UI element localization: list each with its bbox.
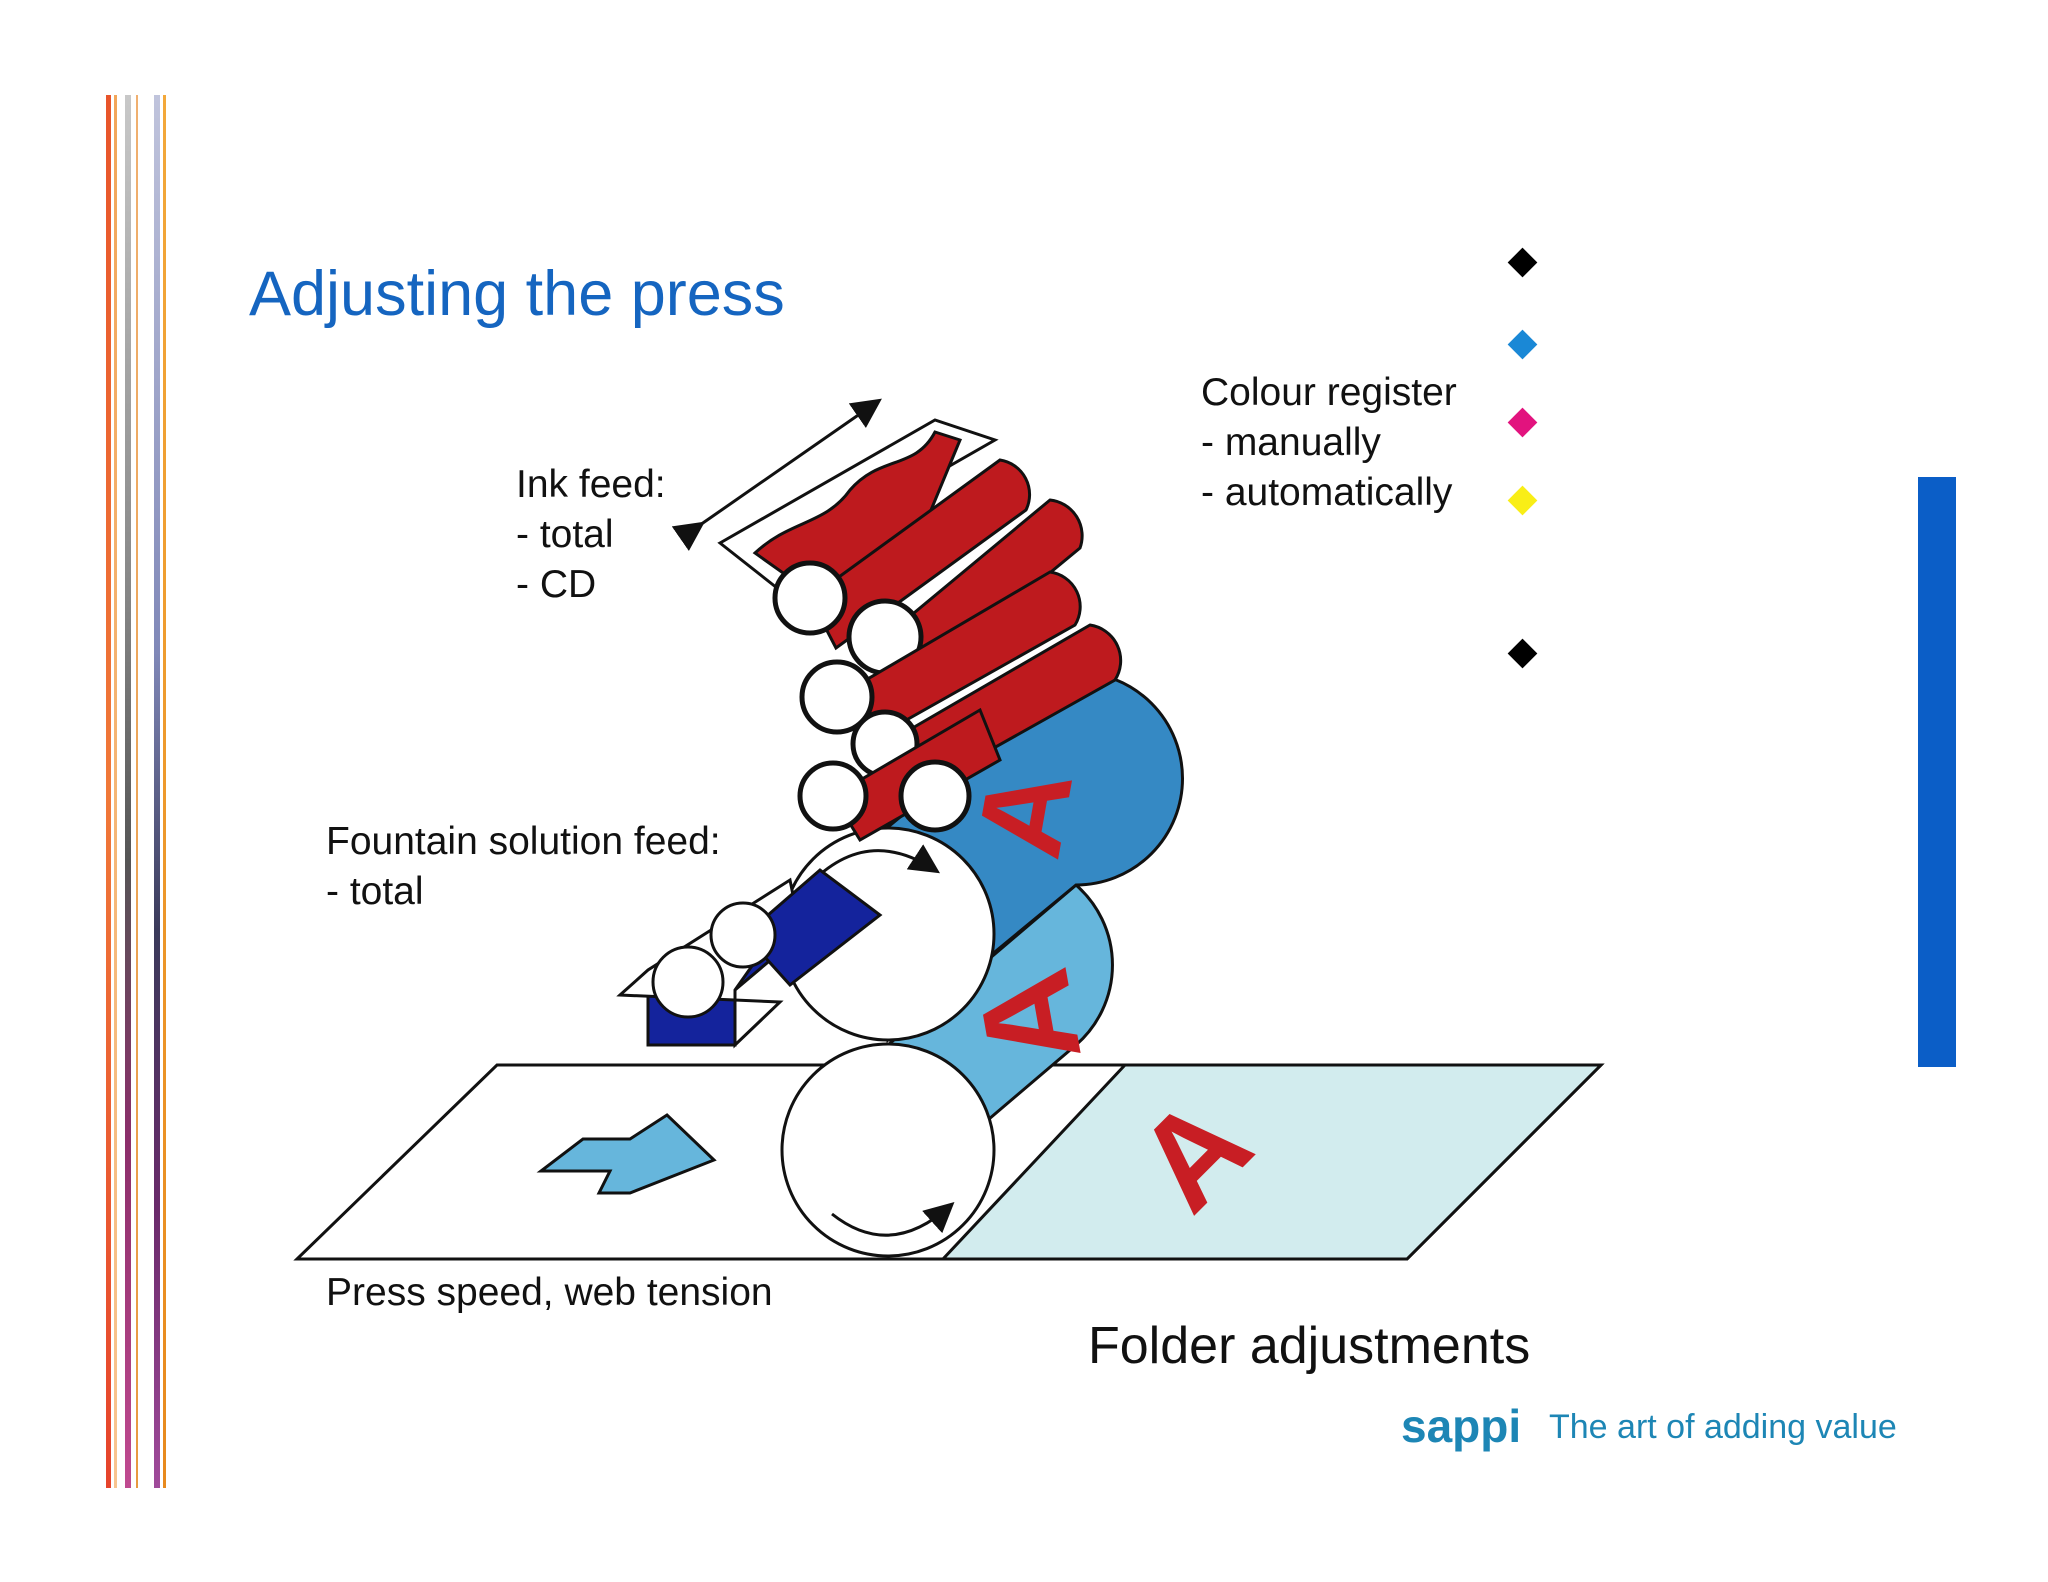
- colour-register-label: Colour register - manually - automatical…: [1201, 371, 1457, 514]
- accent-bar: [1918, 477, 1956, 1067]
- ink-feed-label: Ink feed: - total - CD: [516, 463, 666, 606]
- ink-roller-5: [797, 760, 869, 832]
- dampening-roller-2: [651, 945, 725, 1019]
- web-direction-arrow: [536, 1113, 717, 1195]
- ink-roller-6: [898, 759, 972, 833]
- ink-roller-1: [772, 560, 848, 636]
- folder-adjustments-label: Folder adjustments: [1088, 1317, 1531, 1375]
- slide-title: Adjusting the press: [249, 259, 785, 329]
- sappi-logo: sappi: [1401, 1400, 1522, 1452]
- ink-roller-body-1: [808, 458, 1032, 651]
- rotation-arrow-upper: [810, 844, 941, 884]
- press-speed-label: Press speed, web tension: [326, 1271, 773, 1314]
- ink-width-arrow: [671, 398, 882, 552]
- dampening-roller-1: [709, 901, 777, 969]
- rotation-arrow-lower: [831, 1201, 955, 1237]
- fountain-solution-label: Fountain solution feed: - total: [326, 820, 721, 913]
- tagline: The art of adding value: [1549, 1408, 1897, 1446]
- printed-paper: [939, 1063, 1605, 1261]
- blanket-cylinder-end: [780, 1042, 996, 1258]
- dampening-roller-body: [742, 868, 883, 988]
- ink-roller-body-3: [835, 570, 1082, 748]
- ink-roller-3: [799, 659, 875, 735]
